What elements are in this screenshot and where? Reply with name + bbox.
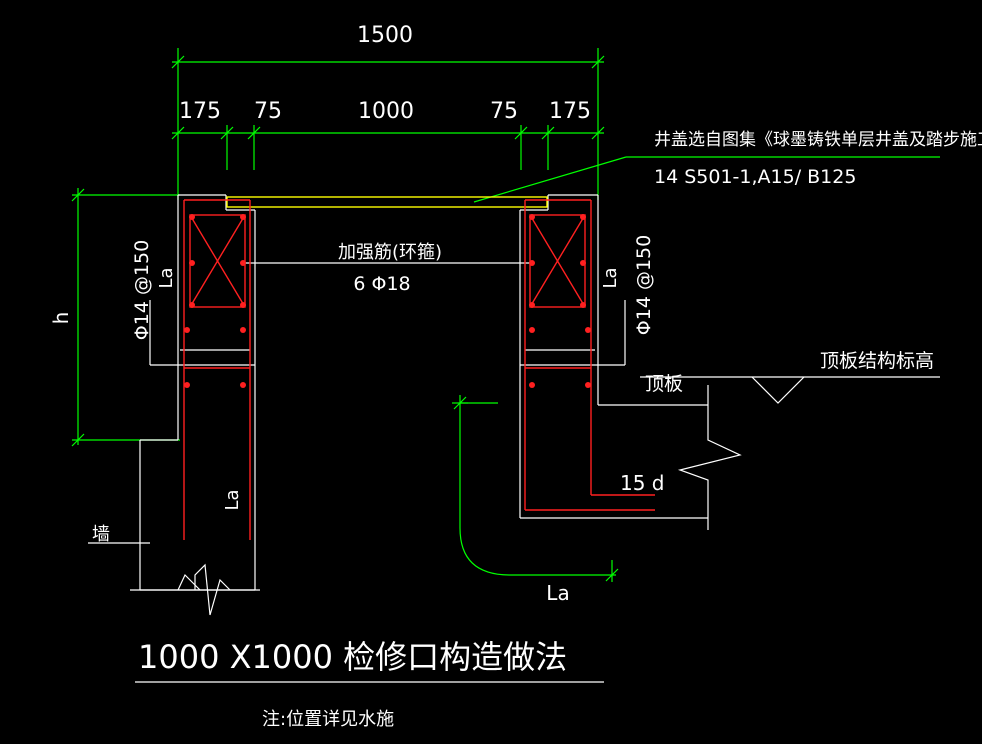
structure-outline xyxy=(88,194,940,683)
dim-overall: 1500 xyxy=(357,23,413,48)
height-label: h xyxy=(49,312,73,325)
dim-right-edge: 175 xyxy=(549,99,591,124)
rebar xyxy=(183,199,655,540)
manhole-cover xyxy=(226,196,548,208)
wall-label: 墙 xyxy=(92,524,110,545)
anchor-left-upper: La xyxy=(156,267,177,288)
anchor-bottom: La xyxy=(546,581,569,605)
cover-note-line2: 14 S501-1,A15/ B125 xyxy=(654,166,856,188)
dim-left-gap: 75 xyxy=(254,99,282,124)
dim-left-edge: 175 xyxy=(179,99,221,124)
reinforcement-spec: 6 Φ18 xyxy=(353,273,410,295)
left-bar-spec: Φ14 @150 xyxy=(131,240,153,340)
hook-length: 15 d xyxy=(620,471,665,495)
dim-opening: 1000 xyxy=(358,99,414,124)
drawing-note: 注:位置详见水施 xyxy=(262,709,394,730)
reinforcement-title: 加强筋(环箍) xyxy=(338,242,442,263)
dim-right-gap: 75 xyxy=(490,99,518,124)
cover-note-line1: 井盖选自图集《球墨铸铁单层井盖及踏步施工》 xyxy=(654,130,982,150)
slab-label: 顶板 xyxy=(645,373,683,395)
dimension-lines xyxy=(71,48,940,582)
anchor-left-lower: La xyxy=(222,489,243,510)
slab-elevation-label: 顶板结构标高 xyxy=(820,350,934,372)
drawing-title: 1000 X1000 检修口构造做法 xyxy=(138,638,567,676)
anchor-right: La xyxy=(600,267,621,288)
right-bar-spec: Φ14 @150 xyxy=(633,235,655,335)
